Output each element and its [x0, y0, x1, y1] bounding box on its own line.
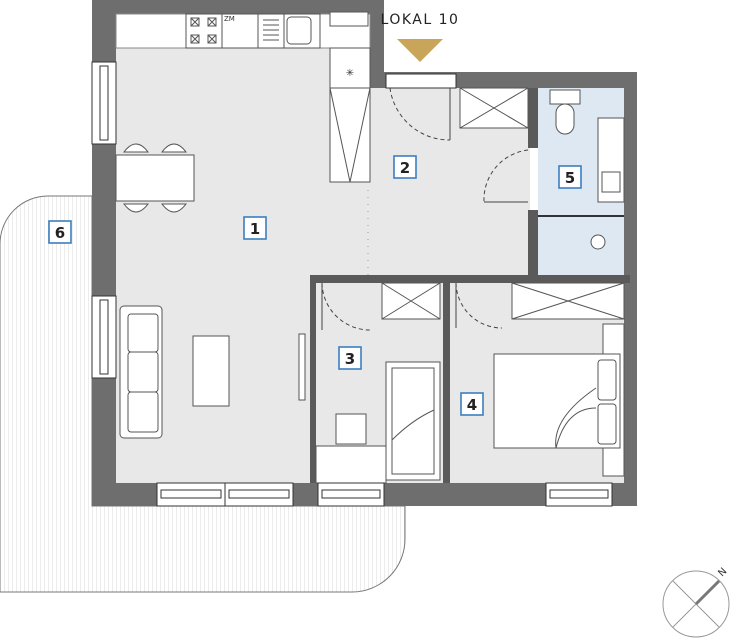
svg-text:2: 2: [400, 159, 410, 177]
windows: [91, 61, 613, 507]
svg-text:5: 5: [565, 169, 575, 187]
svg-text:4: 4: [467, 396, 477, 414]
kitchen-counter: ZM ✳: [115, 11, 371, 183]
room-label-6[interactable]: 6: [48, 220, 72, 244]
fridge: [221, 13, 259, 49]
sofa: [119, 305, 163, 439]
room-label-4[interactable]: 4: [460, 392, 484, 416]
desk: [315, 445, 387, 484]
balcony: [0, 195, 406, 593]
double-bed: [493, 323, 625, 477]
coffee-table: [192, 335, 230, 407]
sink: [283, 13, 321, 49]
compass-north-label: N: [716, 566, 729, 579]
interior-walls: [310, 88, 630, 483]
tv-stand: [298, 333, 306, 401]
bathroom-fixtures: [549, 89, 625, 250]
room-label-1[interactable]: 1: [243, 216, 267, 240]
svg-text:3: 3: [345, 350, 355, 368]
svg-text:6: 6: [55, 224, 65, 242]
svg-text:1: 1: [250, 220, 260, 238]
desk-chair: [335, 413, 367, 445]
dining-table: [115, 143, 195, 213]
room-label-5[interactable]: 5: [558, 165, 582, 189]
compass-icon: N: [662, 566, 730, 638]
fridge-label: ZM: [224, 15, 235, 23]
single-bed: [385, 361, 441, 481]
room-label-3[interactable]: 3: [338, 346, 362, 370]
entrance-door[interactable]: [385, 73, 457, 89]
entrance-marker-icon: [397, 39, 443, 62]
burner-icons: [190, 17, 217, 44]
entrance-label: LOKAL 10: [381, 12, 460, 28]
svg-text:✳: ✳: [346, 68, 354, 79]
room-label-2[interactable]: 2: [393, 155, 417, 179]
